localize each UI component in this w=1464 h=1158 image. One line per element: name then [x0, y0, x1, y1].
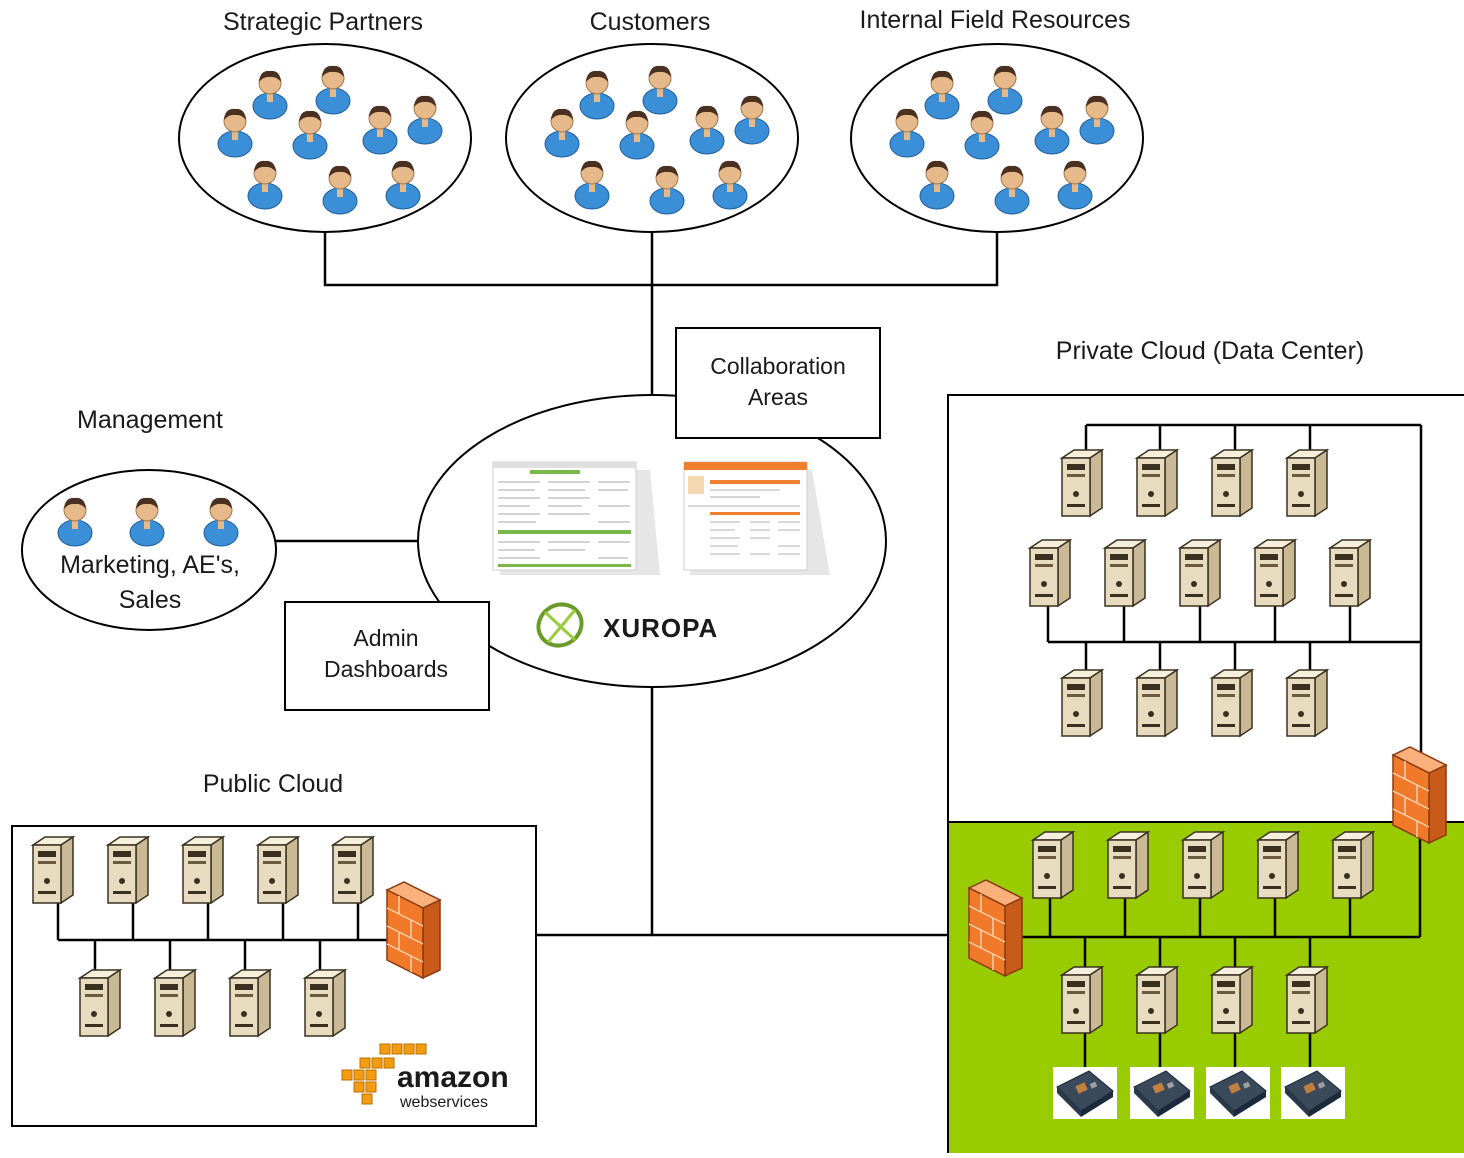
server-icon: [1136, 966, 1178, 1034]
webservices-logo-text: webservices: [399, 1094, 488, 1111]
admin-dashboards-line2: Dashboards: [324, 656, 448, 682]
server-icon: [1061, 966, 1103, 1034]
server-icon: [182, 836, 224, 904]
circuit-board-icon: [1205, 1066, 1271, 1120]
management-group-line2: Sales: [119, 586, 182, 614]
server-icon: [1286, 966, 1328, 1034]
admin-dashboards-line1: Admin: [353, 625, 418, 651]
management-label: Management: [77, 406, 223, 434]
server-icon: [1136, 669, 1178, 737]
circuit-board-icon: [1052, 1066, 1118, 1120]
server-icon: [1332, 831, 1374, 899]
server-icon: [304, 969, 346, 1037]
server-icon: [1257, 831, 1299, 899]
management-group-line1: Marketing, AE's,: [60, 551, 240, 579]
internal-field-resources-label: Internal Field Resources: [860, 6, 1131, 34]
server-icon: [332, 836, 374, 904]
public-cloud-label: Public Cloud: [203, 770, 343, 798]
server-icon: [1104, 539, 1146, 607]
customers-label: Customers: [590, 8, 711, 36]
amazon-logo-text: amazon: [397, 1061, 509, 1094]
xuropa-logo: XUROPA: [536, 602, 718, 648]
server-icon: [1211, 966, 1253, 1034]
collaboration-areas-line1: Collaboration: [710, 353, 846, 379]
server-icon: [1061, 449, 1103, 517]
server-icon: [1032, 831, 1074, 899]
server-icon: [1179, 539, 1221, 607]
server-icon: [1211, 669, 1253, 737]
server-icon: [107, 836, 149, 904]
server-icon: [1329, 539, 1371, 607]
server-icon: [1029, 539, 1071, 607]
firewall-icon: [386, 881, 441, 979]
server-icon: [229, 969, 271, 1037]
strategic-partners-label: Strategic Partners: [223, 8, 423, 36]
server-icon: [1254, 539, 1296, 607]
firewall-icon: [968, 879, 1023, 977]
server-icon: [1061, 669, 1103, 737]
server-icon: [1286, 449, 1328, 517]
screenshot-thumbnail-icon: [492, 461, 830, 575]
private-cloud-label: Private Cloud (Data Center): [1056, 337, 1364, 365]
server-icon: [1211, 449, 1253, 517]
server-icon: [257, 836, 299, 904]
server-icon: [1107, 831, 1149, 899]
circuit-board-icon: [1280, 1066, 1346, 1120]
firewall-icon: [1392, 746, 1447, 844]
amazon-web-services-logo: amazon webservices: [341, 1043, 509, 1111]
server-icon: [154, 969, 196, 1037]
admin-dashboards-box: [284, 601, 490, 711]
circuit-board-icon: [1129, 1066, 1195, 1120]
xuropa-logo-text: XUROPA: [603, 613, 718, 643]
server-icon: [1182, 831, 1224, 899]
private-cloud-box: [947, 394, 1464, 826]
server-icon: [1286, 669, 1328, 737]
server-icon: [1136, 449, 1178, 517]
server-icon: [32, 836, 74, 904]
collaboration-areas-line2: Areas: [748, 384, 808, 410]
server-icon: [79, 969, 121, 1037]
collaboration-areas-box: [675, 327, 881, 439]
